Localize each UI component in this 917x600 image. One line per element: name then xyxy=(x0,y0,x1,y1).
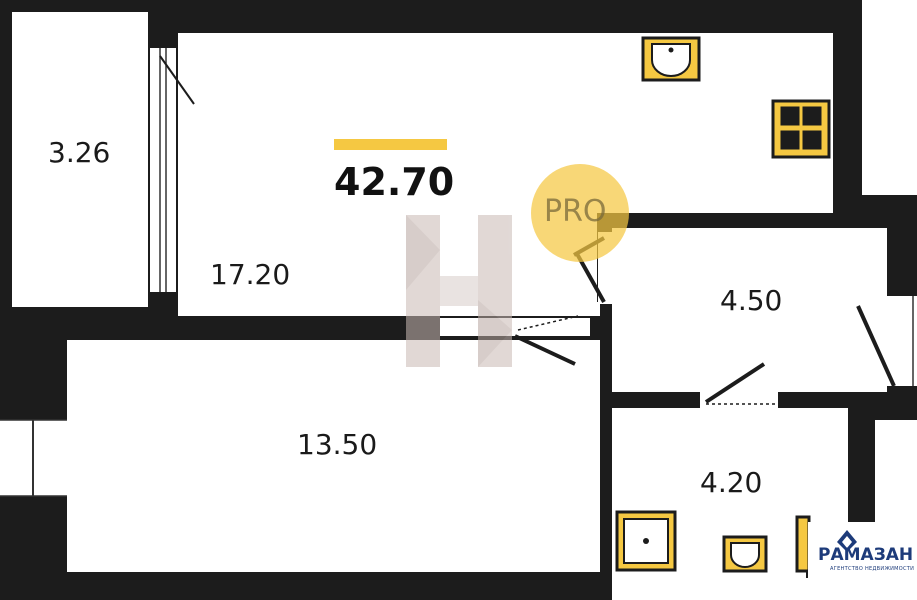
doors xyxy=(159,55,896,408)
watermark-letter xyxy=(406,215,512,367)
shower-icon xyxy=(615,510,677,572)
sink-icon xyxy=(641,36,701,82)
pro-badge-circle xyxy=(531,164,629,262)
total-area: 42.70 xyxy=(334,160,455,204)
room-area-bathroom: 4.50 xyxy=(720,284,783,317)
fixtures xyxy=(615,36,831,573)
toilet-icon xyxy=(795,515,811,573)
pro-badge-text: PRO xyxy=(544,194,607,229)
logo xyxy=(808,522,917,600)
room-area-bedroom: 13.50 xyxy=(297,428,378,461)
stove-icon xyxy=(771,99,831,159)
windows xyxy=(0,48,917,497)
room-area-kitchen-living: 17.20 xyxy=(210,258,291,291)
logo-name: РАМАЗАН xyxy=(818,545,914,565)
room-area-balcony: 3.26 xyxy=(48,136,111,169)
logo-subtitle: АГЕНТСТВО НЕДВИЖИМОСТИ xyxy=(830,566,915,572)
room-area-hallway: 4.20 xyxy=(700,466,763,499)
accent-bar xyxy=(334,139,447,150)
sink-icon xyxy=(722,535,768,573)
